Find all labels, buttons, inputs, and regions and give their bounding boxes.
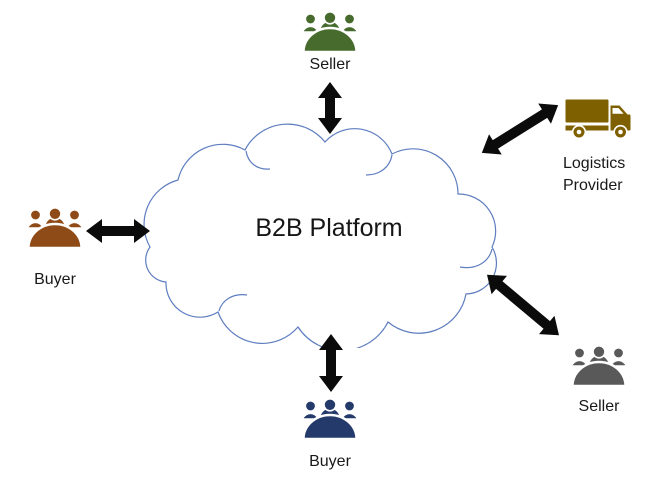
people-group-icon (301, 399, 359, 439)
people-group-icon (26, 208, 84, 248)
arrow-shape (486, 274, 560, 336)
buyer-bottom-arrow (319, 334, 343, 392)
people-group-icon (570, 346, 628, 386)
node-label-seller-top: Seller (309, 56, 351, 73)
cloud-inner-curls (218, 150, 493, 312)
seller-right-arrow (486, 274, 560, 336)
arrow-shape (318, 82, 342, 134)
logistics-arrow (481, 103, 559, 155)
platform-cloud (143, 123, 498, 348)
node-label-logistics: Logistics Provider (563, 155, 626, 194)
arrow-shape (319, 334, 343, 392)
seller-top-arrow (318, 82, 342, 134)
node-label-buyer-bottom: Buyer (309, 453, 351, 470)
arrow-shape (86, 219, 150, 243)
buyer-left-arrow (86, 219, 150, 243)
node-label-seller-right: Seller (578, 398, 620, 415)
cloud-shape (143, 123, 498, 348)
people-group-icon (301, 12, 359, 52)
node-label-buyer-left: Buyer (34, 271, 76, 288)
arrow-shape (481, 103, 559, 155)
delivery-truck-icon (565, 97, 631, 139)
